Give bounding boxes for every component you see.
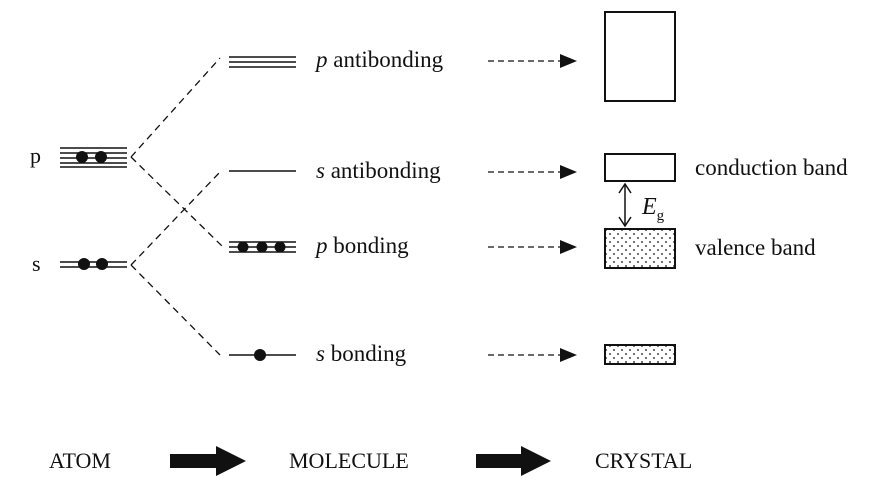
mo-s-antibonding: s antibonding — [229, 158, 441, 183]
atom-s-label: s — [32, 251, 41, 276]
arrowhead-icon — [560, 348, 577, 362]
stage-arrow-icon — [476, 446, 551, 476]
valence-band — [604, 228, 676, 269]
band-gap-arrow — [618, 182, 632, 228]
stage-molecule: MOLECULE — [289, 448, 409, 473]
electron — [78, 258, 90, 270]
stage-crystal: CRYSTAL — [595, 448, 692, 473]
s-bonding-label: s bonding — [316, 341, 407, 366]
electron — [237, 241, 249, 253]
mo-to-band-arrows — [488, 54, 577, 362]
correlation-lines — [130, 57, 223, 356]
conduction-band — [604, 153, 676, 182]
electron — [274, 241, 286, 253]
p-antibonding-band — [604, 11, 676, 102]
mo-p-antibonding: p antibonding — [229, 47, 444, 72]
arrowhead-icon — [560, 240, 577, 254]
p-bonding-label: p bonding — [314, 233, 409, 258]
band-gap-label: Eg — [641, 194, 665, 224]
stage-atom: ATOM — [49, 448, 111, 473]
s-to-s-bonding-line — [130, 264, 221, 356]
p-to-p-antibonding-line — [130, 57, 221, 158]
electron — [95, 151, 107, 163]
p-antibonding-label: p antibonding — [314, 47, 444, 72]
mo-s-bonding: s bonding — [229, 341, 407, 366]
electron — [76, 151, 88, 163]
atom-p-level: p — [30, 143, 127, 168]
mo-p-bonding: p bonding — [229, 233, 409, 258]
stage-arrow-icon — [170, 446, 246, 476]
arrowhead-icon — [560, 165, 577, 179]
conduction-band-label: conduction band — [695, 155, 848, 180]
arrowhead-icon — [560, 54, 577, 68]
s-antibonding-label: s antibonding — [316, 158, 441, 183]
valence-band-label: valence band — [695, 235, 816, 260]
electron — [254, 349, 266, 361]
electron — [256, 241, 268, 253]
atom-p-label: p — [30, 143, 41, 168]
electron — [96, 258, 108, 270]
s-bonding-band — [604, 344, 676, 365]
s-to-s-antibonding-line — [130, 171, 221, 266]
atom-s-level: s — [32, 251, 127, 276]
p-to-p-bonding-line — [130, 156, 223, 247]
